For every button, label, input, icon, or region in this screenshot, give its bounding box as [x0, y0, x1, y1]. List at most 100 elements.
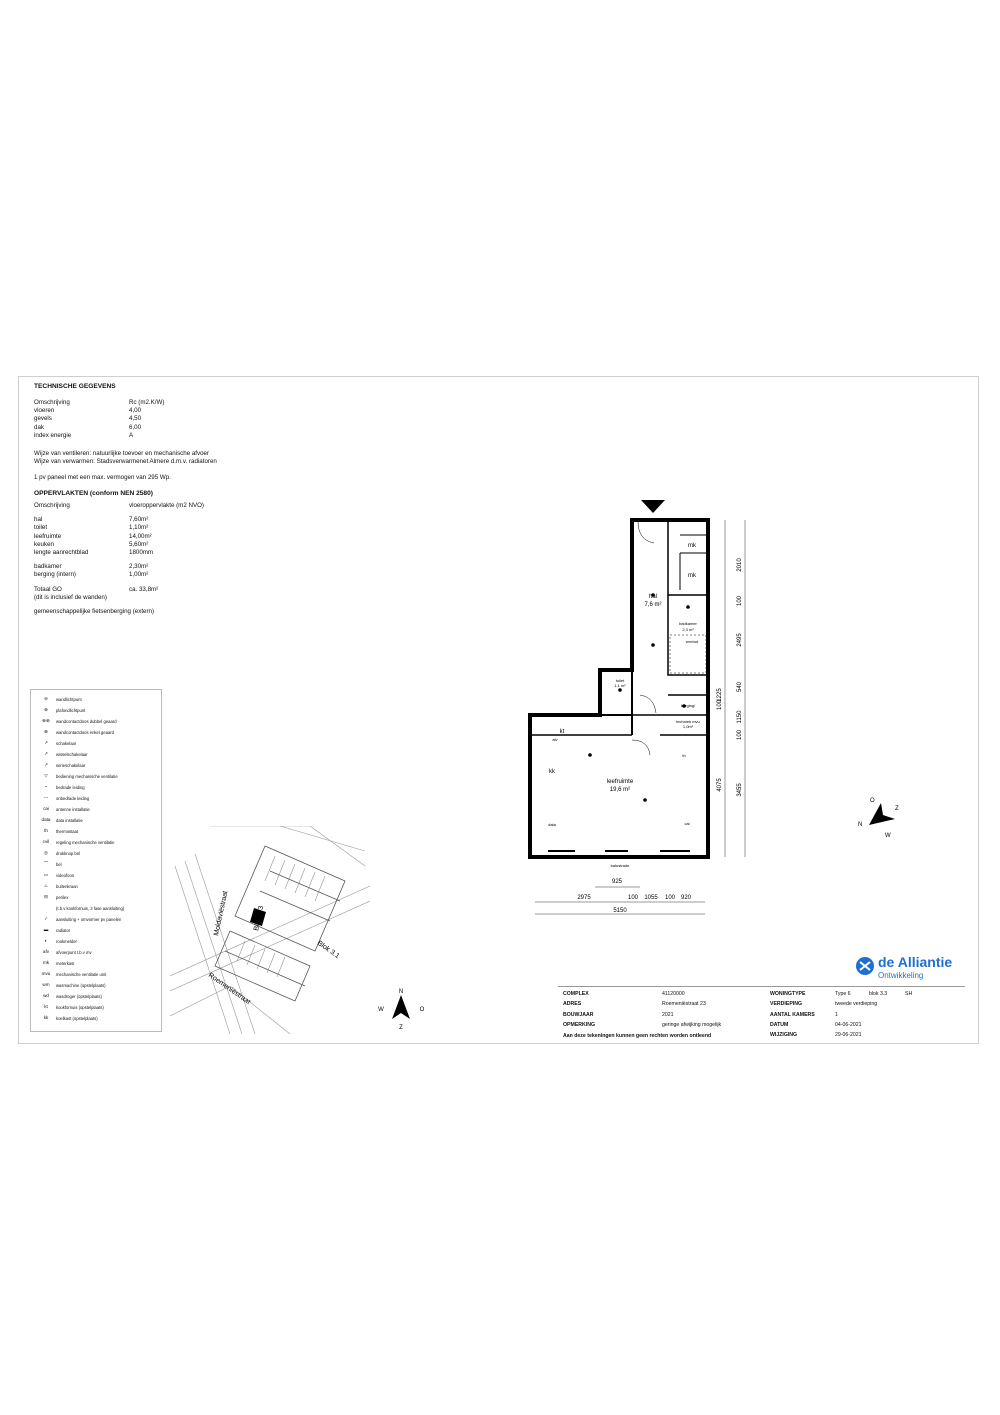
legend-symbol-icon: ⌒ — [43, 861, 49, 866]
row-value: A — [129, 431, 134, 439]
dimension: 2495 — [737, 633, 743, 647]
room-label: hal — [649, 594, 657, 600]
room-label: leefruimte — [607, 779, 634, 785]
legend-symbol-icon: data — [41, 817, 51, 822]
titleblock-value: 41120000 — [662, 991, 685, 997]
legend-label: wandcontactdoos enkel geaard — [56, 730, 114, 735]
compass-z: Z — [895, 806, 899, 812]
room-label: mk — [688, 573, 697, 579]
dimension: 100 — [665, 895, 676, 901]
dimension: 925 — [612, 879, 623, 885]
legend-symbol-icon: ⊟ — [44, 894, 48, 899]
legend-item: ---onbedrade leiding — [31, 795, 161, 805]
legend-label: mechanische ventilatie unit — [56, 972, 107, 977]
row-value: 1,10m² — [129, 524, 149, 532]
block-code: blok 3.3 — [869, 991, 888, 997]
compass-n: N — [858, 822, 862, 828]
compass-o: O — [420, 1007, 425, 1013]
room-area: 1,1 m² — [614, 683, 626, 688]
sheet-code: SH — [905, 991, 913, 997]
compass-o: O — [870, 798, 875, 804]
pv-text: 1 pv paneel met een max. vermogen van 29… — [34, 474, 171, 481]
row-value: 4,50 — [129, 415, 142, 423]
legend-symbol-icon: ↗ — [44, 762, 48, 767]
site-plan: Moldaviëstraat Roemeniëstraat Blok 3.3 B… — [170, 826, 370, 1034]
total-value: ca. 33,8m² — [129, 585, 159, 593]
row-value: 2,30m² — [129, 563, 149, 571]
titleblock-value: 04-06-2021 — [835, 1021, 862, 1028]
compass-arrow-icon — [869, 803, 895, 825]
dimension: 920 — [681, 895, 692, 901]
block-label: Blok 3.1 — [316, 940, 341, 960]
legend-label: radiator — [56, 928, 71, 933]
row-value: 1800mm — [129, 549, 154, 557]
titleblock-label: COMPLEX — [563, 991, 589, 997]
room-area: 1,0m² — [683, 724, 694, 729]
row-label: vloeren — [34, 407, 55, 415]
row-value: 1,00m² — [129, 571, 149, 579]
compass-w: W — [378, 1007, 384, 1013]
brand-logo: de Alliantie Ontwikkeling — [855, 954, 970, 982]
titleblock-label: DATUM — [770, 1021, 789, 1028]
dimension: 3455 — [737, 783, 743, 797]
room-label: th — [682, 753, 685, 758]
legend-item: ▽bediening mechanische ventilatie — [31, 773, 161, 783]
legend-symbol-icon: ▬ — [43, 927, 49, 932]
titleblock-label: OPMERKING — [563, 1021, 595, 1028]
room-area: 7,6 m² — [644, 602, 661, 608]
legend-label: wandcontactdoos dubbel geaard — [56, 719, 117, 724]
areas-heading: OPPERVLAKTEN (conform NEN 2580) — [34, 490, 153, 497]
legend-item: ~bedrade leiding — [31, 784, 161, 794]
legend-item: ⊗plafondlichtpunt — [31, 707, 161, 717]
legend-label: regeling mechanische ventilatie — [56, 840, 115, 845]
titleblock-label: VERDIEPING — [770, 1001, 802, 1008]
legend-label: thermostaat — [56, 829, 79, 834]
legend-label: kookfornuis (opstelplaats) — [56, 1005, 104, 1010]
legend-symbol-icon: cvil — [42, 839, 50, 844]
legend-item: ✓aansluiting + omvormer pv panelen — [31, 916, 161, 926]
legend-symbol-icon: wm — [42, 982, 50, 987]
alliantie-logo-icon — [856, 957, 874, 975]
floor-compass: O Z N W — [858, 798, 899, 839]
legend-symbol-icon: ✓ — [44, 916, 48, 921]
legend-label: rookmelder — [56, 939, 77, 944]
dimension: 100 — [628, 895, 639, 901]
room-label: afv — [552, 737, 557, 742]
legend-label: afvoerpunt t.b.v mv — [56, 950, 92, 955]
compass-z: Z — [399, 1025, 403, 1031]
row-label: gevels — [34, 415, 52, 423]
dimension: 540 — [737, 681, 743, 692]
legend-symbol-icon: ⊗ — [44, 707, 48, 712]
titleblock-value: 1 — [835, 1011, 838, 1018]
legend-item: ⌒bel — [31, 861, 161, 871]
row-label: dak — [34, 423, 44, 431]
compass-w: W — [885, 833, 891, 839]
dimension: 2010 — [737, 558, 743, 572]
legend-symbol-icon: afv — [42, 949, 50, 954]
row-value: 4,00 — [129, 407, 142, 415]
legend-item: ↗serieschakelaar — [31, 762, 161, 772]
titleblock-label: BOUWJAAR — [563, 1011, 594, 1018]
dimension: 1055 — [644, 895, 658, 901]
brand-sub: Ontwikkeling — [878, 971, 924, 980]
total-label: Totaal GO — [34, 585, 62, 593]
legend-label: schakelaar — [56, 741, 77, 746]
row-label: index energie — [34, 431, 72, 439]
legend-item: ↗schakelaar — [31, 740, 161, 750]
legend-symbol-icon: mvu — [41, 971, 51, 976]
legend-label: bediening mechanische ventilatie — [56, 774, 118, 779]
legend-item: ⊕⊕wandcontactdoos dubbel geaard — [31, 718, 161, 728]
street-label: Moldaviëstraat — [213, 890, 229, 936]
legend-label: meterkast — [56, 961, 75, 966]
entrance-arrow-icon — [641, 500, 665, 513]
legend-label: videofoon — [56, 873, 75, 878]
room-area: 2,3 m² — [682, 627, 694, 632]
compass-n: N — [399, 989, 403, 995]
room-area: 19,6 m² — [610, 787, 630, 793]
room-label: wm/wd — [686, 639, 698, 644]
titleblock-value: Type 6 — [835, 991, 851, 997]
row-label: lengte aanrechtblad — [34, 549, 89, 557]
